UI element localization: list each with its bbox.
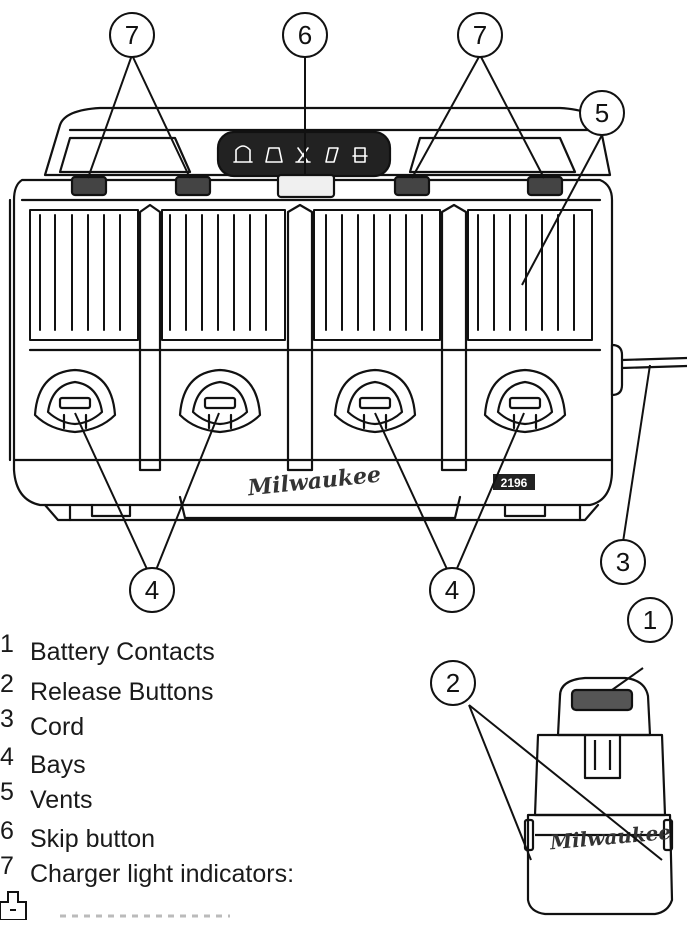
callout-1: 1 [627, 597, 673, 643]
svg-text:3: 3 [616, 547, 630, 577]
bay-3 [333, 368, 417, 434]
skip-button[interactable] [276, 173, 336, 199]
battery-logo: Milwaukee [548, 820, 672, 855]
callout-2: 2 [430, 660, 476, 706]
svg-text:7: 7 [473, 20, 487, 50]
callout-7-right: 7 [457, 12, 503, 58]
bay-dividers [138, 203, 468, 472]
svg-text:7: 7 [125, 20, 139, 50]
legend-item-charger-light-indicators: 7.Charger light indicators: [0, 852, 295, 888]
svg-text:2196: 2196 [501, 476, 528, 490]
model-badge: 2196 [493, 474, 535, 490]
bay-2 [178, 368, 262, 434]
charging-bays [33, 368, 567, 434]
legend-item-vents: 5.Vents [0, 778, 93, 814]
indicator-legend-row [0, 880, 400, 921]
svg-text:4: 4 [145, 575, 159, 605]
svg-text:1: 1 [643, 605, 657, 635]
charger-outline-icon [8, 106, 614, 522]
svg-text:4: 4 [445, 575, 459, 605]
status-light-icon [0, 891, 230, 921]
callout-7-left: 7 [109, 12, 155, 58]
callouts: 7 6 7 5 3 4 4 1 2 [109, 12, 673, 706]
callout-4-right: 4 [429, 567, 475, 613]
callout-6: 6 [282, 12, 328, 58]
svg-text:6: 6 [298, 20, 312, 50]
leader-lines [74, 54, 663, 861]
charger-light-indicators [70, 175, 564, 197]
svg-text:2: 2 [446, 668, 460, 698]
legend-item-release-buttons: 2.Release Buttons [0, 670, 214, 706]
legend-item-skip-button: 6.Skip button [0, 817, 156, 853]
bay-1 [33, 368, 117, 434]
legend-item-cord: 3.Cord [0, 705, 85, 741]
charger-logo: Milwaukee [246, 462, 382, 502]
svg-text:5: 5 [595, 98, 609, 128]
legend-item-battery-contacts: 1.Battery Contacts [0, 630, 215, 666]
vents [29, 209, 593, 341]
bay-4 [483, 368, 567, 434]
callout-5: 5 [579, 90, 625, 136]
battery-pack-icon [523, 676, 674, 916]
power-cord [610, 343, 687, 397]
legend-item-bays: 4.Bays [0, 743, 86, 779]
callout-3: 3 [600, 539, 646, 585]
callout-4-left: 4 [129, 567, 175, 613]
